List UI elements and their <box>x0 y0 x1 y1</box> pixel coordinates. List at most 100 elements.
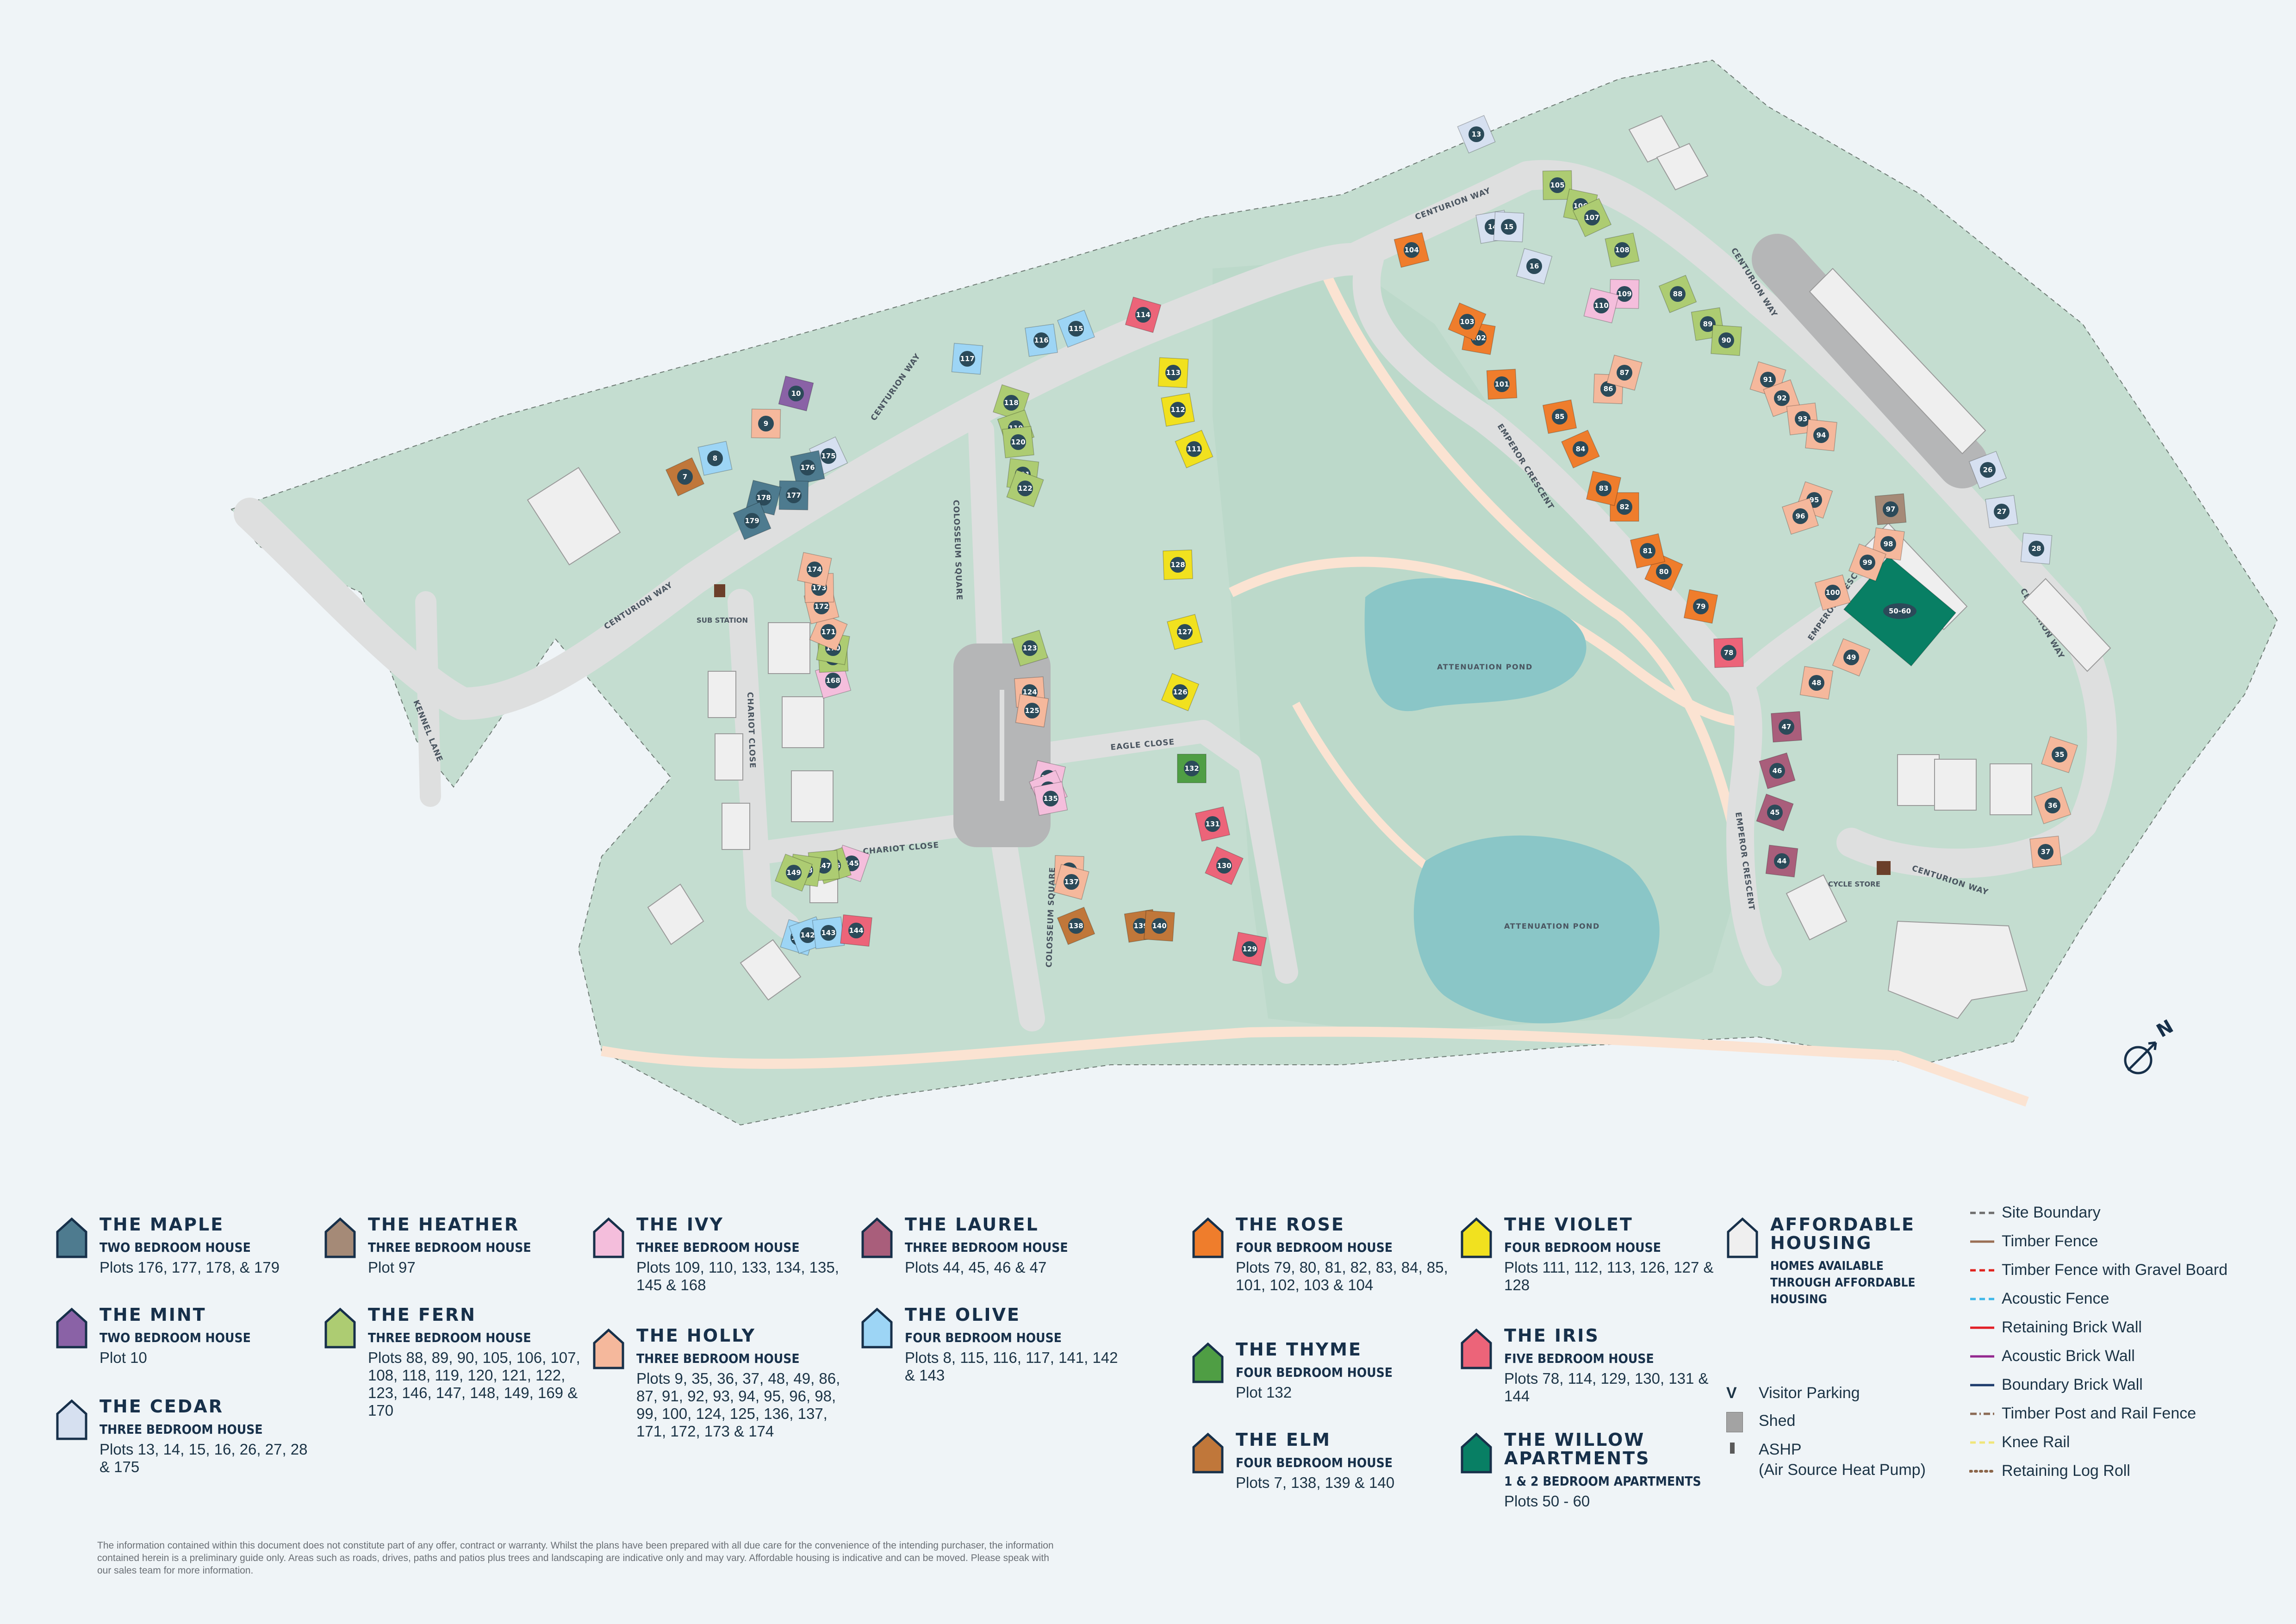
plot-number-badge <box>1584 210 1600 225</box>
plot-number-badge <box>1552 409 1568 425</box>
plot-105[interactable]: 105 <box>1542 170 1573 200</box>
plot-83[interactable]: 83 <box>1586 470 1622 506</box>
plot-115[interactable]: 115 <box>1057 309 1095 348</box>
plot-179[interactable]: 179 <box>733 501 772 540</box>
plot-number: 144 <box>849 926 863 935</box>
plot-45[interactable]: 45 <box>1756 793 1794 831</box>
plot-number-badge <box>1809 675 1824 691</box>
house-name: THE CEDAR <box>100 1396 224 1417</box>
house-icon <box>593 1328 624 1369</box>
plot-number: 172 <box>814 602 828 611</box>
plot-46[interactable]: 46 <box>1759 752 1796 789</box>
plot-28[interactable]: 28 <box>2020 532 2053 565</box>
plot-9[interactable]: 9 <box>751 408 781 439</box>
plot-number-badge <box>1640 543 1655 559</box>
house-subtitle: TWO BEDROOM HOUSE <box>100 1330 251 1345</box>
plot-116[interactable]: 116 <box>1025 324 1058 357</box>
plot-113[interactable]: 113 <box>1157 357 1189 388</box>
plot-number-badge <box>1068 918 1084 934</box>
plot-number: 84 <box>1576 445 1586 453</box>
plot-7[interactable]: 7 <box>665 457 705 497</box>
plot-125[interactable]: 125 <box>1015 693 1049 728</box>
plot-177[interactable]: 177 <box>778 480 809 511</box>
plot-111[interactable]: 111 <box>1175 430 1213 468</box>
plot-112[interactable]: 112 <box>1161 393 1195 427</box>
plot-174[interactable]: 174 <box>797 552 832 587</box>
plot-10[interactable]: 10 <box>778 375 814 412</box>
plot-36[interactable]: 36 <box>2034 787 2072 824</box>
plot-number: 137 <box>1064 878 1078 886</box>
plot-90[interactable]: 90 <box>1711 325 1742 356</box>
plot-107[interactable]: 107 <box>1572 198 1612 237</box>
plot-104[interactable]: 104 <box>1394 232 1430 268</box>
plot-number-badge <box>821 448 836 464</box>
house-icon <box>861 1217 893 1258</box>
plot-13[interactable]: 13 <box>1457 115 1496 154</box>
plot-47[interactable]: 47 <box>1771 711 1802 743</box>
plot-number-badge <box>1670 286 1686 302</box>
plot-88[interactable]: 88 <box>1658 275 1697 313</box>
plot-132[interactable]: 132 <box>1177 754 1207 783</box>
plot-number-badge <box>1813 427 1829 443</box>
plot-144[interactable]: 144 <box>840 914 872 947</box>
plot-143[interactable]: 143 <box>812 916 845 949</box>
plot-99[interactable]: 99 <box>1848 543 1887 582</box>
plot-101[interactable]: 101 <box>1486 369 1518 400</box>
plot-78[interactable]: 78 <box>1713 637 1744 668</box>
plot-128[interactable]: 128 <box>1163 550 1193 580</box>
plot-131[interactable]: 131 <box>1195 806 1231 842</box>
plot-number-badge <box>1135 307 1151 323</box>
plot-97[interactable]: 97 <box>1874 493 1907 525</box>
plot-108[interactable]: 108 <box>1605 232 1640 268</box>
plot-15[interactable]: 15 <box>1493 211 1524 243</box>
plot-16[interactable]: 16 <box>1516 248 1553 285</box>
plot-number: 107 <box>1585 213 1599 222</box>
plot-44[interactable]: 44 <box>1765 844 1798 878</box>
plot-48[interactable]: 48 <box>1799 666 1834 700</box>
plot-127[interactable]: 127 <box>1167 614 1203 650</box>
plot-126[interactable]: 126 <box>1161 673 1200 712</box>
plot-114[interactable]: 114 <box>1125 296 1162 333</box>
plot-number: 86 <box>1604 385 1613 393</box>
plot-26[interactable]: 26 <box>1968 450 2007 489</box>
plot-135[interactable]: 135 <box>1033 781 1068 816</box>
plot-number-badge <box>2052 747 2067 762</box>
plot-123[interactable]: 123 <box>1011 630 1048 667</box>
plot-110[interactable]: 110 <box>1583 287 1619 324</box>
plot-number-badge <box>1172 684 1188 700</box>
plot-94[interactable]: 94 <box>1805 419 1837 451</box>
plot-37[interactable]: 37 <box>2029 836 2062 868</box>
plot-87[interactable]: 87 <box>1606 355 1643 391</box>
plot-122[interactable]: 122 <box>1006 469 1044 507</box>
plot-138[interactable]: 138 <box>1057 906 1095 945</box>
plot-49[interactable]: 49 <box>1832 638 1871 677</box>
plot-27[interactable]: 27 <box>1985 495 2018 528</box>
plot-129[interactable]: 129 <box>1232 931 1267 967</box>
house-icon <box>324 1217 356 1258</box>
plot-103[interactable]: 103 <box>1448 302 1487 341</box>
plot-176[interactable]: 176 <box>790 450 825 485</box>
plot-100[interactable]: 100 <box>1814 574 1851 611</box>
plot-137[interactable]: 137 <box>1053 864 1089 900</box>
plot-50-60[interactable]: 50-60 <box>1843 556 1957 667</box>
plot-number-badge <box>1064 874 1079 890</box>
house-subtitle: THREE BEDROOM HOUSE <box>636 1351 800 1366</box>
plot-79[interactable]: 79 <box>1683 589 1718 624</box>
plot-149[interactable]: 149 <box>774 853 813 892</box>
plot-120[interactable]: 120 <box>1002 426 1034 458</box>
plot-35[interactable]: 35 <box>2041 736 2078 774</box>
plot-84[interactable]: 84 <box>1561 430 1600 468</box>
plot-81[interactable]: 81 <box>1630 533 1666 569</box>
house-name: THE MINT <box>100 1305 206 1325</box>
plot-117[interactable]: 117 <box>951 343 983 375</box>
plot-8[interactable]: 8 <box>697 441 733 476</box>
plot-85[interactable]: 85 <box>1542 399 1577 434</box>
plot-number-badge <box>1656 564 1672 580</box>
plot-130[interactable]: 130 <box>1205 846 1244 885</box>
house-subtitle: FOUR BEDROOM HOUSE <box>1236 1455 1393 1470</box>
plot-number-badge <box>1184 761 1200 776</box>
plot-168[interactable]: 168 <box>815 662 852 699</box>
plot-96[interactable]: 96 <box>1781 497 1819 535</box>
plot-140[interactable]: 140 <box>1144 910 1175 942</box>
plot-171[interactable]: 171 <box>809 612 848 651</box>
